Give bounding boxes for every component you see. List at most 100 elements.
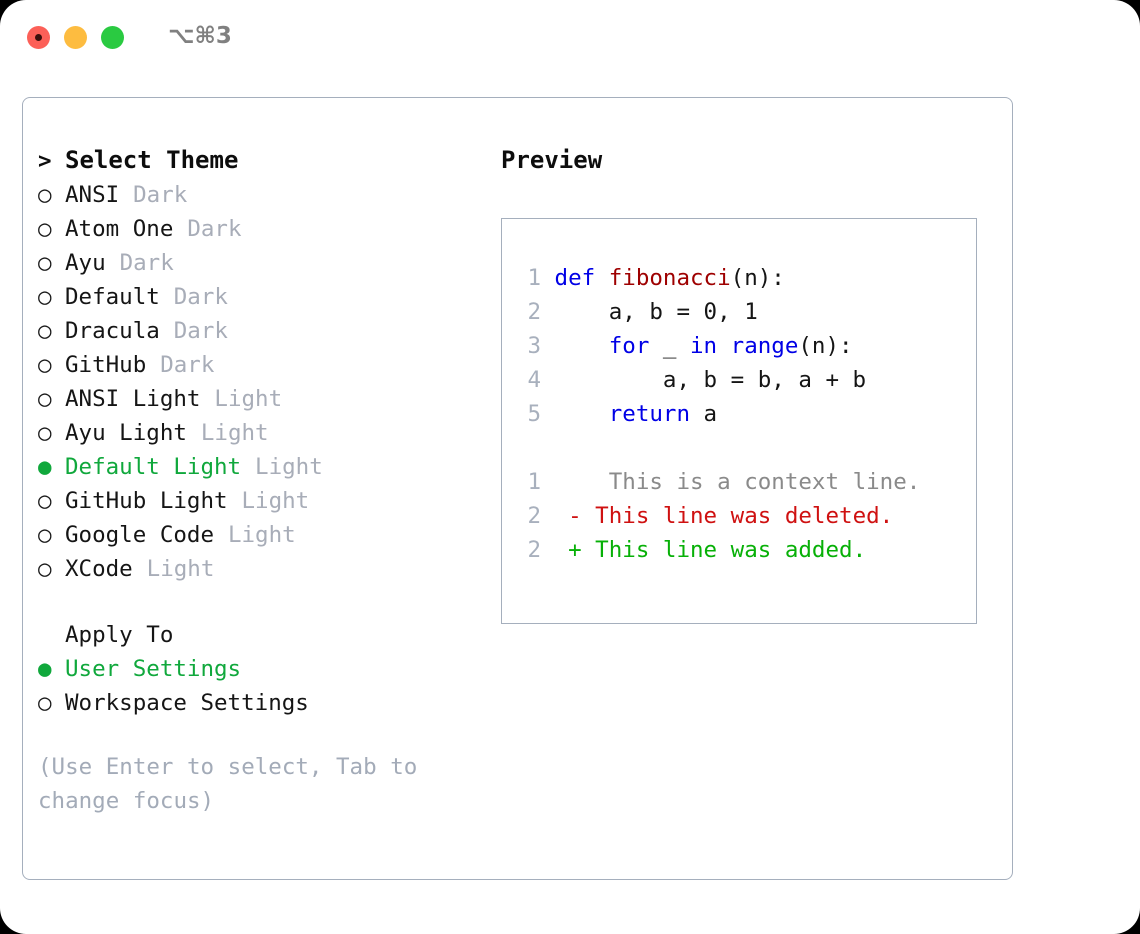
radio-unselected-icon: ○	[38, 690, 52, 716]
theme-list-item[interactable]: ○ XCode Light	[38, 556, 478, 590]
theme-list-item[interactable]: ○ ANSI Light Light	[38, 386, 478, 420]
apply-to-option[interactable]: ●User Settings	[38, 656, 478, 690]
theme-list-item[interactable]: ○ GitHub Dark	[38, 352, 478, 386]
line-number: 2	[527, 503, 541, 529]
radio-selected-icon: ●	[38, 656, 52, 682]
list-spacer	[38, 590, 478, 622]
diff-line: 2 - This line was deleted.	[514, 499, 920, 533]
theme-name: ANSI Light	[65, 386, 201, 412]
theme-name: Google Code	[65, 522, 215, 548]
code-token: (n):	[798, 333, 853, 359]
theme-list-item[interactable]: ○ Atom One Dark	[38, 216, 478, 250]
theme-variant-badge: Light	[200, 420, 269, 446]
theme-name: Default	[65, 284, 160, 310]
maximize-button-icon[interactable]	[101, 26, 124, 49]
code-token: fibonacci	[608, 265, 731, 291]
theme-name: Dracula	[65, 318, 160, 344]
code-token	[555, 333, 609, 359]
code-token: range	[730, 333, 799, 359]
code-token: a, b = 0, 1	[554, 299, 758, 325]
theme-name: XCode	[65, 556, 133, 582]
theme-name: GitHub Light	[65, 488, 228, 514]
apply-to-marker-placeholder: ○	[38, 624, 65, 647]
theme-name: Ayu	[65, 250, 106, 276]
minimize-button-icon[interactable]	[64, 26, 87, 49]
code-token	[555, 401, 609, 427]
diff-sign: +	[554, 537, 582, 563]
theme-name: Ayu Light	[65, 420, 187, 446]
theme-variant-badge: Light	[214, 386, 283, 412]
code-diff-separator	[514, 431, 920, 465]
line-number: 4	[527, 367, 541, 393]
theme-variant-badge: Light	[146, 556, 215, 582]
diff-sign: -	[554, 503, 582, 529]
title-bar: ⌥⌘3	[0, 0, 1140, 78]
theme-list-item[interactable]: ○ Default Dark	[38, 284, 478, 318]
theme-name: Atom One	[65, 216, 174, 242]
radio-unselected-icon: ○	[38, 488, 52, 514]
preview-column: Preview 1 def fibonacci(n):2 a, b = 0, 1…	[501, 146, 1001, 624]
theme-variant-badge: Dark	[160, 352, 215, 378]
radio-selected-icon: ●	[38, 454, 52, 480]
radio-unselected-icon: ○	[38, 352, 52, 378]
radio-unselected-icon: ○	[38, 284, 52, 310]
theme-name: Default Light	[65, 454, 242, 480]
diff-text: This line was deleted.	[581, 503, 894, 529]
select-theme-header: > Select Theme	[38, 146, 478, 182]
theme-variant-badge: Light	[255, 454, 323, 480]
code-token: a	[690, 401, 718, 427]
close-button-icon[interactable]	[27, 26, 50, 49]
apply-to-list: ●User Settings○Workspace Settings	[38, 656, 478, 724]
theme-list-item[interactable]: ○ GitHub Light Light	[38, 488, 478, 522]
code-line: 5 return a	[514, 397, 920, 431]
theme-variant-badge: Dark	[187, 216, 242, 242]
theme-variant-badge: Dark	[173, 284, 228, 310]
radio-unselected-icon: ○	[38, 556, 52, 582]
theme-variant-badge: Dark	[119, 250, 174, 276]
apply-to-header: ○ Apply To	[38, 622, 478, 656]
code-token	[717, 333, 731, 359]
diff-line: 2 + This line was added.	[514, 533, 920, 567]
radio-unselected-icon: ○	[38, 318, 52, 344]
preview-title: Preview	[501, 146, 603, 174]
code-token: in	[690, 333, 718, 359]
code-token: a, b = b, a + b	[554, 367, 867, 393]
radio-unselected-icon: ○	[38, 386, 52, 412]
line-number: 2	[527, 299, 541, 325]
code-token: return	[608, 401, 691, 427]
radio-unselected-icon: ○	[38, 522, 52, 548]
theme-variant-badge: Light	[227, 522, 296, 548]
line-number: 5	[527, 401, 541, 427]
theme-name: GitHub	[65, 352, 147, 378]
select-theme-title: Select Theme	[65, 146, 239, 174]
apply-to-option[interactable]: ○Workspace Settings	[38, 690, 478, 724]
theme-variant-badge: Light	[241, 488, 310, 514]
code-token: def	[554, 265, 609, 291]
theme-list-item[interactable]: ○ Google Code Light	[38, 522, 478, 556]
theme-variant-badge: Dark	[133, 182, 188, 208]
code-line: 2 a, b = 0, 1	[514, 295, 920, 329]
line-number: 1	[527, 469, 541, 495]
code-line: 3 for _ in range(n):	[514, 329, 920, 363]
code-token: (n):	[730, 265, 785, 291]
keyboard-shortcut-label: ⌥⌘3	[168, 23, 232, 49]
keyboard-hint: (Use Enter to select, Tab to change focu…	[38, 754, 418, 814]
theme-variant-badge: Dark	[173, 318, 228, 344]
diff-sign	[555, 469, 582, 495]
code-token: _	[649, 333, 691, 359]
prompt-caret-icon: >	[38, 148, 52, 174]
theme-list-item[interactable]: ● Default Light Light	[38, 454, 478, 488]
code-line: 1 def fibonacci(n):	[514, 261, 920, 295]
radio-unselected-icon: ○	[38, 216, 52, 242]
theme-list-item[interactable]: ○ Dracula Dark	[38, 318, 478, 352]
theme-name: ANSI	[65, 182, 120, 208]
line-number: 1	[527, 265, 541, 291]
code-token: for	[608, 333, 650, 359]
